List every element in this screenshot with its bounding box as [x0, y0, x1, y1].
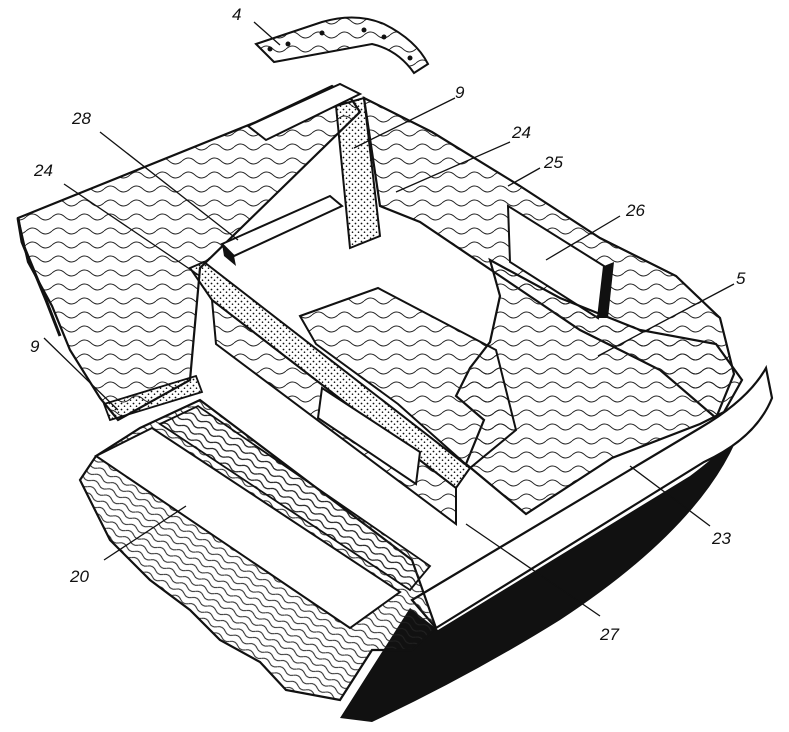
callout-9-top: 9	[455, 83, 465, 102]
callout-24-right: 24	[511, 123, 531, 142]
top-frame-edge	[246, 82, 363, 142]
inner-bulkhead	[188, 260, 472, 490]
handle-slot	[316, 386, 422, 486]
callout-20: 20	[69, 567, 89, 586]
knee-plate-part	[254, 16, 430, 75]
deck-plank-strip	[94, 426, 402, 630]
callout-4: 4	[232, 5, 241, 24]
callout-24-left: 24	[33, 161, 53, 180]
hull-bottom	[340, 420, 744, 722]
callout-27: 27	[599, 625, 619, 644]
callout-25: 25	[543, 153, 563, 172]
gunwale-strip	[410, 364, 774, 630]
callout-28: 28	[71, 109, 91, 128]
callout-26: 26	[625, 201, 645, 220]
callout-5: 5	[736, 269, 746, 288]
left-foam-strip	[102, 374, 204, 422]
callout-23: 23	[711, 529, 731, 548]
callout-9-left: 9	[30, 337, 40, 356]
forward-bulkhead-foam	[334, 96, 382, 250]
cockpit-floor	[298, 286, 518, 470]
leader-lines	[43, 21, 735, 617]
